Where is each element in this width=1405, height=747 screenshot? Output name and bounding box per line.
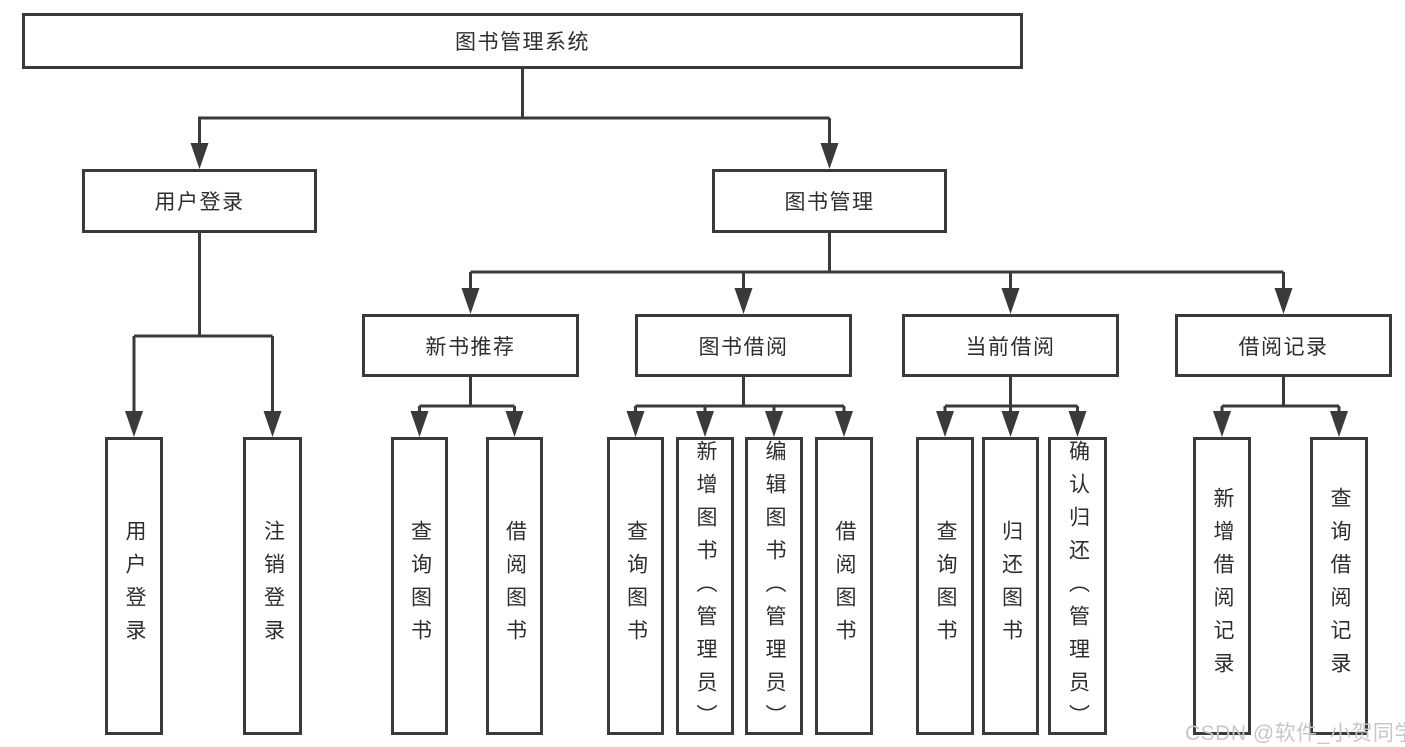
leaf-edit-book-admin: 编辑图书（管理员）	[745, 437, 803, 737]
leaf-borrow-books-recommend: 借阅图书	[486, 437, 543, 735]
node-new-book-recommend: 新书推荐	[362, 314, 579, 377]
node-root: 图书管理系统	[22, 13, 1023, 69]
leaf-logout: 注销登录	[243, 437, 302, 735]
node-borrowing-records: 借阅记录	[1175, 314, 1392, 377]
node-book-borrowing: 图书借阅	[635, 314, 852, 377]
leaf-query-borrow-record: 查询借阅记录	[1310, 437, 1368, 735]
leaf-query-books-current: 查询图书	[916, 437, 974, 735]
node-user-login: 用户登录	[82, 169, 317, 233]
leaf-confirm-return-admin: 确认归还（管理员）	[1048, 437, 1107, 737]
leaf-return-books: 归还图书	[982, 437, 1039, 735]
leaf-user-login: 用户登录	[105, 437, 163, 735]
node-current-borrowing: 当前借阅	[902, 314, 1119, 377]
leaf-borrow-books-borrowing: 借阅图书	[815, 437, 873, 735]
leaf-query-books-recommend: 查询图书	[391, 437, 448, 735]
leaf-add-book-admin: 新增图书（管理员）	[676, 437, 734, 737]
node-book-management: 图书管理	[712, 169, 947, 233]
leaf-query-books-borrowing: 查询图书	[607, 437, 664, 735]
watermark: CSDN @软件_小贺同学	[1185, 722, 1405, 745]
leaf-add-borrow-record: 新增借阅记录	[1193, 437, 1251, 735]
